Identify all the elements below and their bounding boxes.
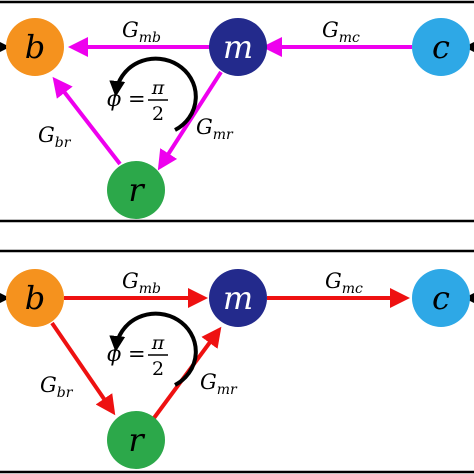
edge-m-to-r [157,70,223,171]
node-m [209,269,267,327]
node-r-label: r [128,421,145,459]
phase-numerator: π [151,332,165,354]
edge-r-to-b [52,76,122,166]
top-panel: b m c r Gmb Gmc Gmr Gbr ϕ = π 2 [0,0,474,223]
node-c [412,18,470,76]
edge-b-to-r [50,321,116,416]
node-r [107,411,165,469]
node-b [6,18,64,76]
phase-label: ϕ = π 2 [107,332,168,380]
node-c-label: c [432,28,450,66]
phase-denominator: 2 [152,358,164,380]
node-m [209,18,267,76]
node-r-label: r [128,171,145,209]
node-m-label: m [223,28,253,66]
edge-label-br: Gbr [38,123,72,151]
node-c [412,269,470,327]
node-m-label: m [223,279,253,317]
edge-label-mr: Gmr [196,115,234,143]
phase-numerator: π [151,77,165,99]
node-b [6,269,64,327]
node-r [107,161,165,219]
edge-label-mc: Gmc [322,18,360,46]
input-port-left-icon [0,42,10,52]
node-b-label: b [25,279,45,317]
phase-lhs: ϕ = [107,87,146,111]
edge-label-br: Gbr [40,373,74,401]
phase-circulation-arrow-icon [109,56,198,132]
node-c-label: c [432,279,450,317]
phase-lhs: ϕ = [107,342,146,366]
edge-label-mc: Gmc [325,269,363,297]
edge-label-mr: Gmr [200,370,238,398]
input-port-left-icon [0,293,10,303]
edge-label-mb: Gmb [122,269,161,297]
edge-label-mb: Gmb [122,18,161,46]
phase-label: ϕ = π 2 [107,77,168,125]
node-b-label: b [25,28,45,66]
phase-denominator: 2 [152,103,164,125]
bottom-panel: b m c r Gmb Gmc Gmr Gbr ϕ = π 2 [0,249,474,474]
phase-circulation-arrow-icon [109,311,198,387]
